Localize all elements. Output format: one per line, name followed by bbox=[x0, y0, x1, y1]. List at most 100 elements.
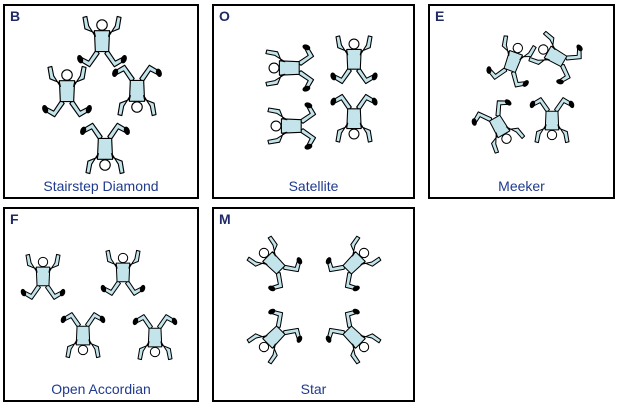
torso bbox=[342, 325, 366, 349]
skydiver-figure bbox=[325, 235, 382, 292]
skydiver-figure bbox=[100, 249, 146, 296]
skydiver-figure bbox=[325, 308, 382, 365]
shoe-icon bbox=[123, 126, 130, 135]
right-leg bbox=[45, 283, 64, 300]
skydiver-figure bbox=[267, 102, 317, 150]
shoe-icon bbox=[20, 288, 27, 297]
torso bbox=[346, 108, 362, 130]
shoe-icon bbox=[59, 288, 66, 297]
right-leg bbox=[298, 104, 317, 124]
right-leg bbox=[296, 46, 315, 66]
skydiver-figure bbox=[330, 35, 378, 85]
left-leg bbox=[554, 97, 573, 114]
shoe-icon bbox=[504, 99, 512, 106]
right-arm bbox=[542, 30, 556, 50]
shoe-icon bbox=[304, 102, 313, 109]
head bbox=[358, 341, 370, 353]
shoe-icon bbox=[77, 55, 84, 64]
head bbox=[258, 247, 270, 259]
head bbox=[61, 69, 73, 81]
right-arm bbox=[360, 256, 382, 267]
torso bbox=[280, 118, 302, 134]
shoe-icon bbox=[171, 317, 178, 326]
torso bbox=[488, 114, 511, 139]
left-leg bbox=[356, 93, 376, 112]
head bbox=[546, 129, 558, 141]
left-arm bbox=[506, 126, 526, 140]
formation-name: Satellite bbox=[288, 178, 339, 194]
torso bbox=[96, 137, 114, 160]
shoe-icon bbox=[302, 44, 311, 51]
left-leg bbox=[495, 100, 509, 118]
head bbox=[358, 247, 370, 259]
skydiver-figure bbox=[77, 15, 127, 68]
right-arm bbox=[48, 253, 61, 273]
left-leg bbox=[298, 128, 317, 148]
skydiver-figure bbox=[132, 314, 178, 361]
right-leg bbox=[125, 279, 144, 296]
right-arm bbox=[65, 339, 78, 359]
right-leg bbox=[104, 49, 125, 68]
shoe-icon bbox=[556, 79, 564, 85]
left-arm bbox=[143, 95, 157, 117]
shoe-icon bbox=[268, 285, 276, 292]
left-arm bbox=[25, 253, 38, 273]
left-leg bbox=[157, 314, 176, 331]
right-leg bbox=[82, 122, 103, 141]
skydiver-formation-illustration bbox=[246, 235, 382, 365]
torso bbox=[75, 325, 91, 346]
formation-panel-e: E Meeker bbox=[428, 4, 615, 199]
shoe-icon bbox=[325, 335, 332, 343]
right-leg bbox=[332, 93, 352, 112]
torso bbox=[115, 262, 131, 283]
right-arm bbox=[534, 124, 547, 144]
head bbox=[258, 341, 270, 353]
shoe-icon bbox=[330, 72, 337, 81]
right-arm bbox=[335, 122, 349, 143]
left-leg bbox=[102, 279, 121, 296]
formation-name: Stairstep Diamond bbox=[43, 178, 159, 194]
torso bbox=[147, 327, 163, 348]
left-arm bbox=[47, 65, 61, 87]
panel-letter: O bbox=[219, 8, 230, 24]
shoe-icon bbox=[522, 80, 529, 87]
shoe-icon bbox=[486, 66, 492, 74]
left-arm bbox=[501, 35, 510, 57]
torso bbox=[58, 80, 76, 103]
left-leg bbox=[139, 64, 160, 83]
torso bbox=[93, 30, 111, 53]
shoe-icon bbox=[132, 317, 139, 326]
left-arm bbox=[359, 122, 373, 143]
skydiver-formation-illustration bbox=[471, 30, 583, 154]
head bbox=[501, 133, 512, 144]
right-arm bbox=[359, 35, 373, 56]
skydiver-figure bbox=[486, 35, 537, 88]
left-leg bbox=[22, 283, 41, 300]
left-leg bbox=[85, 312, 104, 329]
shoe-icon bbox=[112, 68, 119, 77]
shoe-icon bbox=[529, 100, 536, 109]
torso bbox=[35, 266, 51, 287]
left-arm bbox=[528, 56, 550, 65]
left-arm bbox=[335, 35, 349, 56]
shoe-icon bbox=[568, 100, 575, 109]
shoe-icon bbox=[325, 257, 332, 265]
shoe-icon bbox=[99, 315, 106, 324]
skydiver-figure bbox=[60, 312, 106, 359]
right-arm bbox=[265, 49, 286, 63]
head bbox=[270, 120, 282, 132]
skydiver-figure bbox=[20, 253, 66, 300]
formation-panel-m: M Star bbox=[212, 207, 415, 402]
right-arm bbox=[246, 333, 268, 344]
torso bbox=[262, 251, 286, 275]
torso bbox=[346, 48, 362, 70]
right-leg bbox=[114, 64, 135, 83]
head bbox=[538, 44, 549, 55]
shoe-icon bbox=[80, 126, 87, 135]
head bbox=[268, 62, 280, 74]
shoe-icon bbox=[100, 284, 107, 293]
left-arm bbox=[557, 124, 570, 144]
formation-name: Star bbox=[300, 381, 327, 397]
formation-panel-f: F Open Accordian bbox=[3, 207, 199, 402]
right-arm bbox=[267, 107, 288, 121]
